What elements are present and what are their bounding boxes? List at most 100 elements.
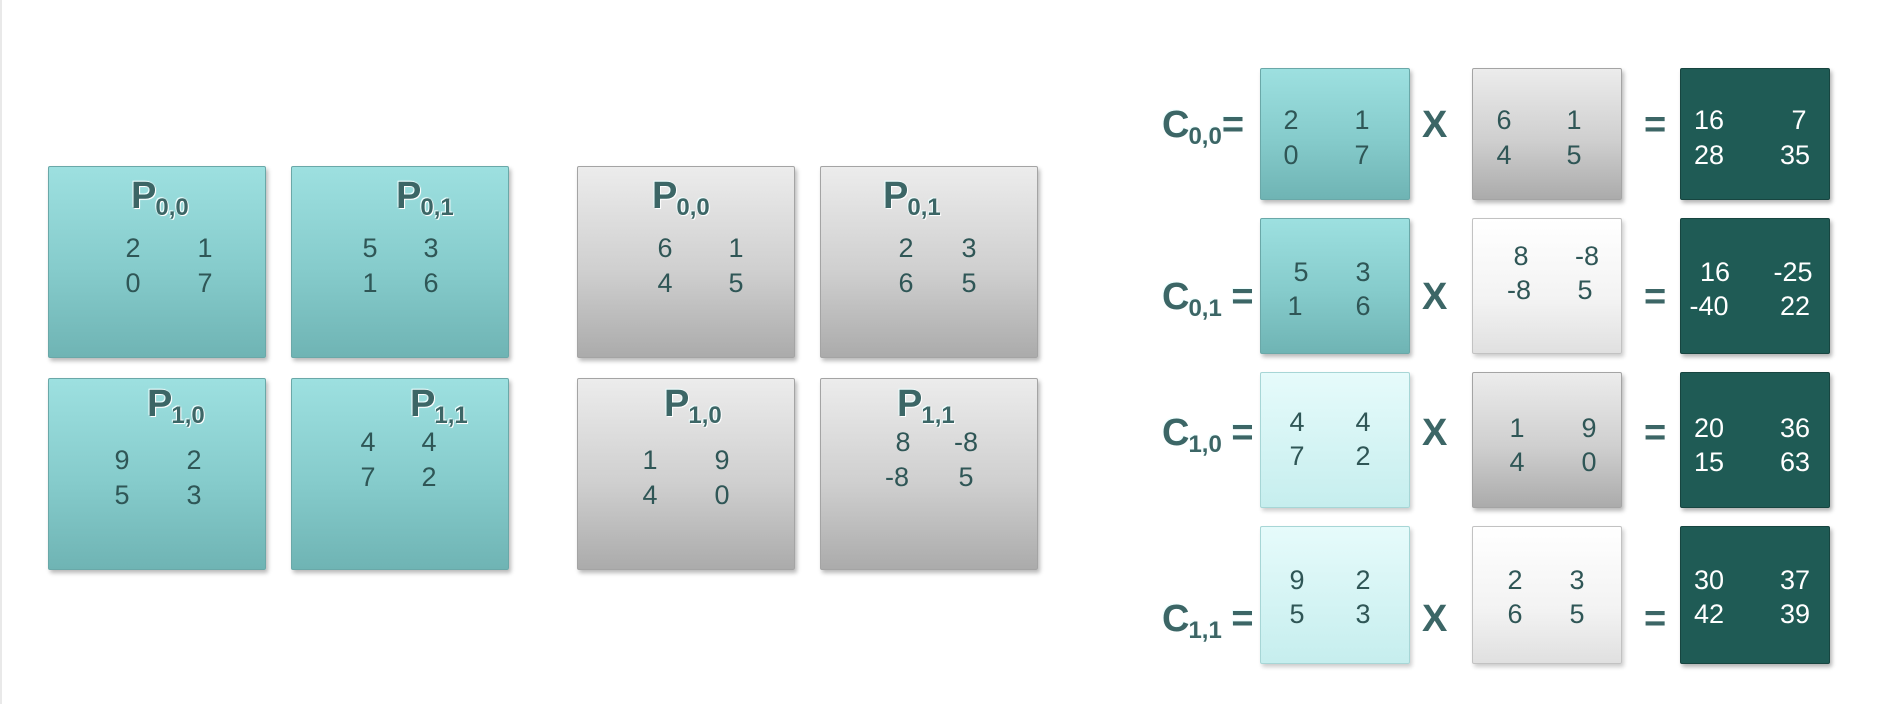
- cell-value: 6: [1507, 599, 1523, 629]
- cell-value: 5: [728, 268, 744, 298]
- cell-value: 6: [423, 268, 439, 298]
- block-title: P0,1: [883, 175, 941, 221]
- equation-result-block-c10: 20 36 15 63: [1680, 372, 1830, 508]
- cell-value: 2: [1283, 105, 1299, 135]
- equation-left-block-c00: 2 1 0 7: [1260, 68, 1410, 200]
- cell-value: 8: [1513, 241, 1529, 271]
- equation-label-c11: C1,1 =: [1162, 598, 1254, 644]
- equation-label-c10: C1,0 =: [1162, 412, 1254, 458]
- block-title: P1,1: [410, 383, 468, 429]
- cell-value: 63: [1779, 447, 1811, 477]
- equation-label-c01: C0,1 =: [1162, 276, 1254, 322]
- cell-value: 3: [423, 233, 439, 263]
- cell-value: 9: [114, 445, 130, 475]
- matrix-b-block-1-1: P1,1 8 -8 -8 5: [820, 378, 1038, 570]
- block-title: P1,0: [664, 383, 722, 429]
- cell-value: 3: [1355, 257, 1371, 287]
- cell-value: 5: [1569, 599, 1585, 629]
- cell-value: 0: [1283, 140, 1299, 170]
- multiply-operator: X: [1422, 276, 1448, 318]
- block-title: P0,0: [131, 175, 189, 221]
- cell-value: 35: [1779, 140, 1811, 170]
- cell-value: 2: [898, 233, 914, 263]
- cell-value: 0: [714, 480, 730, 510]
- equation-label-c00: C0,0=: [1162, 104, 1244, 150]
- cell-value: 3: [1569, 565, 1585, 595]
- cell-value: 5: [362, 233, 378, 263]
- cell-value: 4: [360, 427, 376, 457]
- equals-operator: =: [1644, 598, 1667, 640]
- cell-value: 5: [1293, 257, 1309, 287]
- matrix-a-block-0-1: P0,1 5 3 1 6: [291, 166, 509, 358]
- matrix-b-block-1-0: P1,0 1 9 4 0: [577, 378, 795, 570]
- cell-value: 1: [197, 233, 213, 263]
- cell-value: 9: [1289, 565, 1305, 595]
- cell-value: 15: [1693, 447, 1725, 477]
- equation-left-block-c10: 4 4 7 2: [1260, 372, 1410, 508]
- cell-value: 6: [657, 233, 673, 263]
- equation-right-block-c01: 8 -8 -8 5: [1472, 218, 1622, 354]
- block-title: P0,1: [396, 175, 454, 221]
- cell-value: 2: [125, 233, 141, 263]
- cell-value: 1: [362, 268, 378, 298]
- cell-value: 2: [421, 462, 437, 492]
- cell-value: 6: [1355, 291, 1371, 321]
- cell-value: 7: [360, 462, 376, 492]
- equals-operator: =: [1644, 104, 1667, 146]
- cell-value: 1: [1509, 413, 1525, 443]
- equation-right-block-c11: 2 3 6 5: [1472, 526, 1622, 664]
- cell-value: 4: [1509, 447, 1525, 477]
- cell-value: 3: [186, 480, 202, 510]
- equation-right-block-c00: 6 1 4 5: [1472, 68, 1622, 200]
- cell-value: 1: [1354, 105, 1370, 135]
- cell-value: 3: [961, 233, 977, 263]
- cell-value: 0: [125, 268, 141, 298]
- cell-value: -8: [884, 462, 909, 492]
- matrix-a-block-1-0: P1,0 9 2 5 3: [48, 378, 266, 570]
- cell-value: 9: [1581, 413, 1597, 443]
- cell-value: 3: [1355, 599, 1371, 629]
- cell-value: 7: [1289, 441, 1305, 471]
- block-title: P1,0: [147, 383, 205, 429]
- cell-value: -8: [953, 427, 978, 457]
- cell-value: 20: [1693, 413, 1725, 443]
- cell-value: 39: [1779, 599, 1811, 629]
- cell-value: 4: [1496, 140, 1512, 170]
- cell-value: 1: [1566, 105, 1582, 135]
- equation-right-block-c10: 1 9 4 0: [1472, 372, 1622, 508]
- cell-value: 5: [1577, 275, 1593, 305]
- cell-value: 4: [642, 480, 658, 510]
- cell-value: 2: [1355, 441, 1371, 471]
- cell-value: 2: [1355, 565, 1371, 595]
- cell-value: 5: [961, 268, 977, 298]
- equation-result-block-c11: 30 37 42 39: [1680, 526, 1830, 664]
- cell-value: 4: [1355, 407, 1371, 437]
- cell-value: 6: [1496, 105, 1512, 135]
- cell-value: 6: [898, 268, 914, 298]
- cell-value: 30: [1693, 565, 1725, 595]
- cell-value: 8: [895, 427, 911, 457]
- cell-value: -25: [1773, 257, 1813, 287]
- cell-value: -8: [1574, 241, 1599, 271]
- equation-result-block-c01: 16 -25 -40 22: [1680, 218, 1830, 354]
- cell-value: 16: [1693, 105, 1725, 135]
- block-title: P0,0: [652, 175, 710, 221]
- cell-value: 7: [1354, 140, 1370, 170]
- cell-value: 5: [958, 462, 974, 492]
- cell-value: 2: [1507, 565, 1523, 595]
- cell-value: 16: [1699, 257, 1731, 287]
- cell-value: 4: [1289, 407, 1305, 437]
- cell-value: 22: [1779, 291, 1811, 321]
- cell-value: 7: [1791, 105, 1807, 135]
- multiply-operator: X: [1422, 412, 1448, 454]
- cell-value: 7: [197, 268, 213, 298]
- multiply-operator: X: [1422, 598, 1448, 640]
- multiply-operator: X: [1422, 104, 1448, 146]
- cell-value: 4: [657, 268, 673, 298]
- cell-value: -8: [1506, 275, 1531, 305]
- cell-value: 37: [1779, 565, 1811, 595]
- cell-value: 1: [1287, 291, 1303, 321]
- equals-operator: =: [1644, 412, 1667, 454]
- left-edge-divider: [0, 0, 2, 704]
- matrix-b-block-0-0: P0,0 6 1 4 5: [577, 166, 795, 358]
